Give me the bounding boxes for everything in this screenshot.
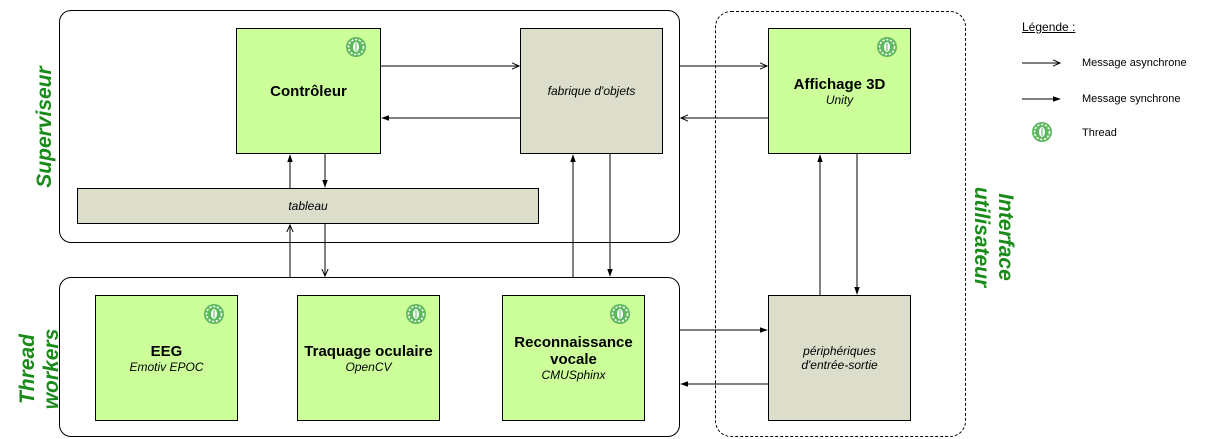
legend-async-label: Message asynchrone	[1082, 57, 1187, 69]
eeg-title: EEG	[150, 342, 183, 360]
peripheriques-label-line1: périphériques	[803, 344, 876, 358]
reconnaissance-subtitle: CMUSphinx	[541, 368, 606, 382]
tableau-label: tableau	[288, 199, 328, 213]
controleur-title: Contrôleur	[270, 82, 347, 100]
affichage-subtitle: Unity	[825, 92, 854, 107]
legend-thread-label: Thread	[1082, 127, 1117, 139]
eeg-subtitle: Emotiv EPOC	[129, 359, 204, 374]
peripheriques-box: périphériques d'entrée-sortie	[768, 295, 911, 421]
affichage-title: Affichage 3D	[793, 75, 886, 93]
traquage-title: Traquage oculaire	[304, 342, 433, 360]
superviseur-container	[59, 10, 680, 243]
thread-workers-container	[59, 277, 680, 437]
fabrique-label: fabrique d'objets	[547, 84, 636, 98]
fabrique-box: fabrique d'objets	[520, 28, 663, 154]
eeg-box: EEG Emotiv EPOC	[95, 295, 238, 421]
legend-title: Légende :	[1022, 20, 1076, 34]
reconnaissance-title-line1: Reconnaissance	[514, 334, 633, 351]
reconnaissance-box: Reconnaissance vocale CMUSphinx	[502, 295, 645, 421]
peripheriques-label-line2: d'entrée-sortie	[801, 358, 878, 372]
reconnaissance-title-line2: vocale	[550, 351, 597, 368]
legend-sync-label: Message synchrone	[1082, 93, 1181, 105]
traquage-subtitle: OpenCV	[345, 359, 392, 374]
tableau-box: tableau	[77, 188, 539, 224]
interface-utilisateur-container	[715, 11, 966, 437]
